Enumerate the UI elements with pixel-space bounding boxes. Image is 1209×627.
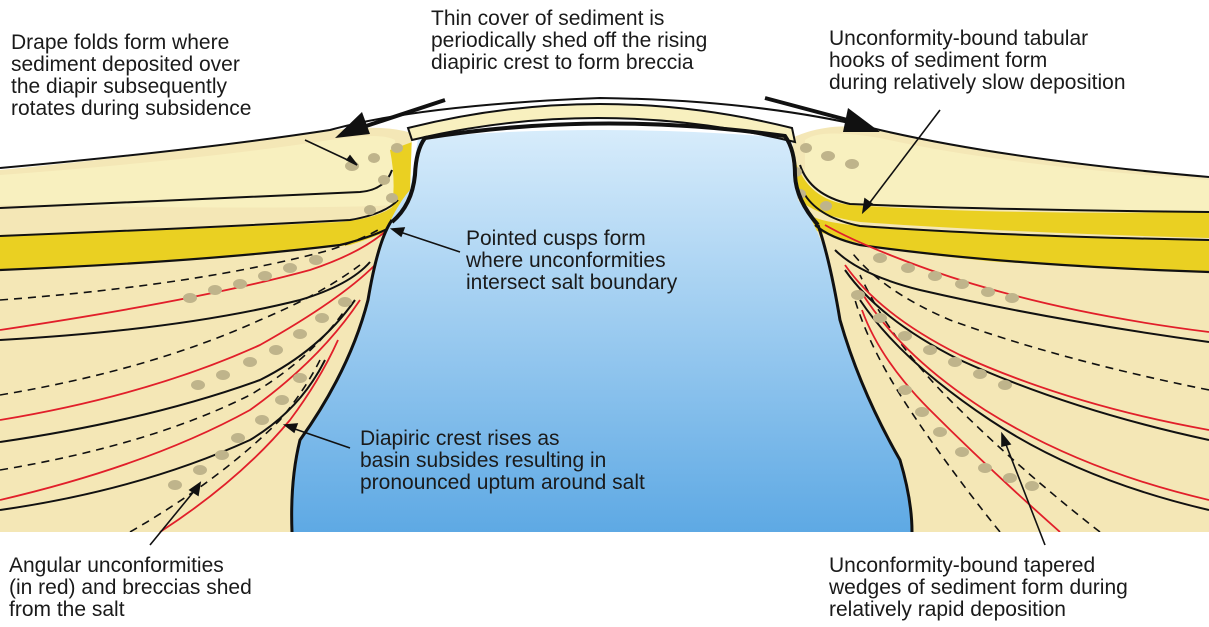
angular-unconformities-label: Angular unconformities (in red) and brec… — [9, 555, 252, 621]
pointed-cusps-label: Pointed cusps form where unconformities … — [466, 228, 677, 294]
drape-folds-label: Drape folds form where sediment deposite… — [11, 32, 252, 120]
diapiric-crest-label: Diapiric crest rises as basin subsides r… — [360, 428, 645, 494]
thin-cover-label: Thin cover of sediment is periodically s… — [431, 8, 707, 74]
tapered-wedges-label: Unconformity-bound tapered wedges of sed… — [829, 555, 1128, 621]
tabular-hooks-label: Unconformity-bound tabular hooks of sedi… — [829, 28, 1126, 94]
